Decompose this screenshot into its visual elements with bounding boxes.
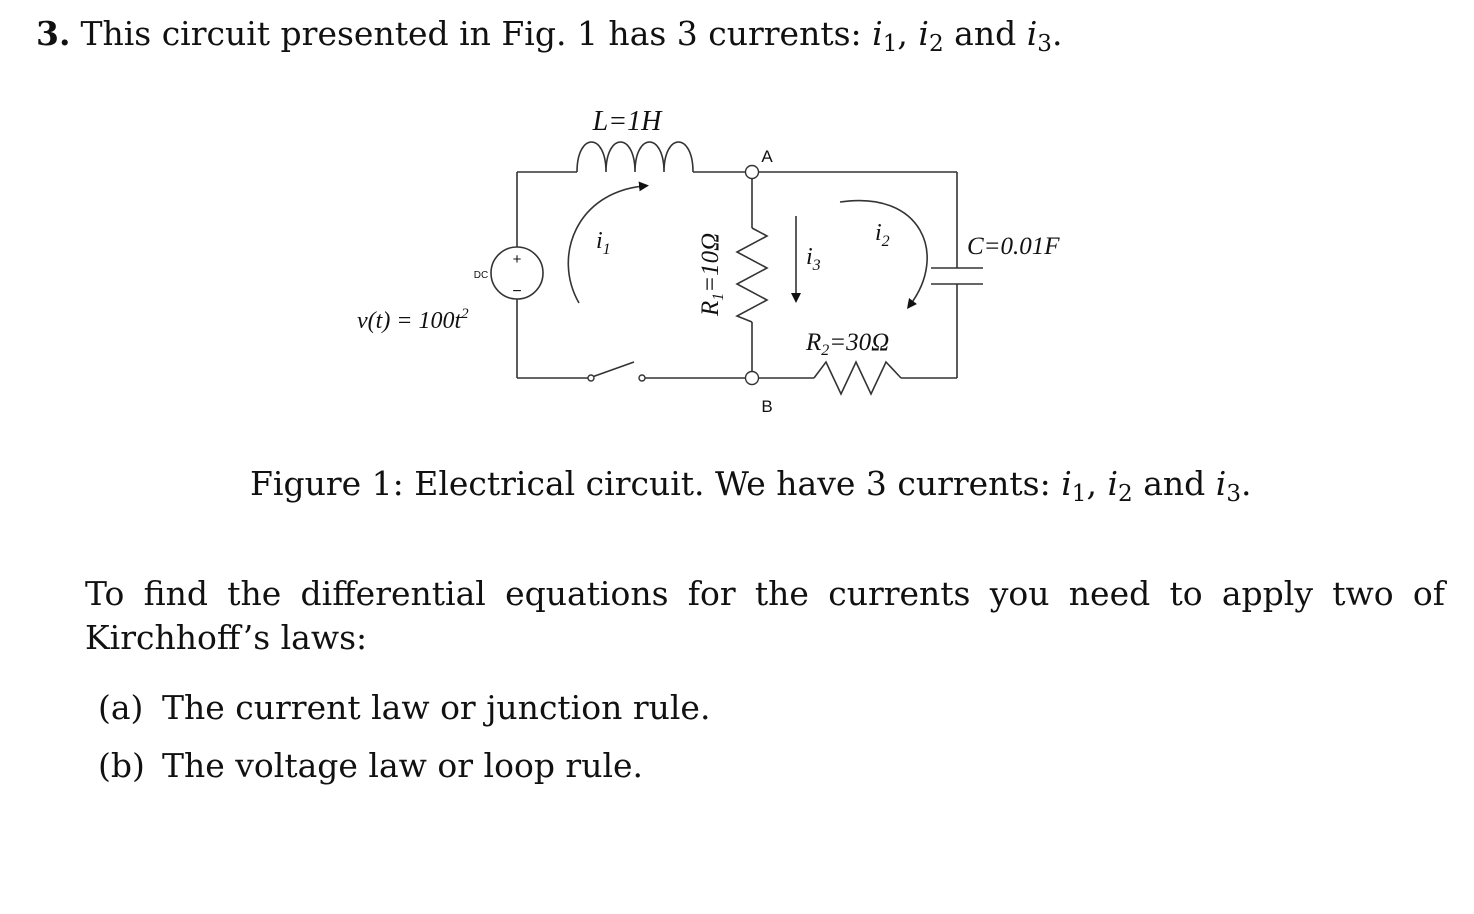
source-plus: + [513,251,522,268]
current-subscript: 1 [603,241,611,258]
resistor-r1 [735,227,769,323]
current-subscript: 3 [1037,30,1052,57]
current-subscript: 2 [882,233,890,250]
current-symbol: i [875,220,882,246]
capacitor-label: C=0.01F [967,233,1060,260]
list-item-text: The current law or junction rule. [162,688,711,727]
inductor-label: L=1H [592,106,663,137]
current-subscript: 1 [1071,480,1087,507]
node-b-label: B [761,397,772,416]
current-subscript: 2 [1118,480,1133,507]
law-list: (a) The current law or junction rule. (b)… [98,688,710,804]
problem-number: 3. [36,14,71,53]
current-symbol: i [1026,14,1038,53]
current-symbol: i [1215,464,1227,503]
current-arrow-i2 [839,199,928,309]
list-marker: (b) [98,746,145,785]
list-item-text: The voltage law or loop rule. [162,746,644,785]
node-a-terminal [744,164,760,180]
separator: , [897,14,919,53]
problem-text: This circuit presented in Fig. 1 has 3 c… [80,14,873,53]
switch-blade [591,361,635,378]
separator: . [1241,464,1252,503]
list-item: (b) The voltage law or loop rule. [98,746,710,804]
voltage-source [490,246,544,300]
separator: and [943,14,1027,53]
source-label-exponent: 2 [461,306,469,322]
resistor2-symbol: R [805,329,821,356]
resistor1-symbol: R [697,301,724,317]
current-subscript: 2 [928,30,944,57]
current-arrow-i1 [567,181,649,304]
problem-statement: 3.This circuit presented in Fig. 1 has 3… [36,14,1062,57]
current-symbol: i [596,228,603,254]
current-symbol: i [918,14,929,53]
caption-text: Figure 1: Electrical circuit. We have 3 … [250,464,1062,503]
current-label-i1: i1 [596,228,611,258]
resistor2-label: R2=30Ω [805,329,889,359]
list-item: (a) The current law or junction rule. [98,688,710,746]
resistor1-subscript: 1 [710,293,727,301]
switch-terminal-right [638,374,646,382]
current-subscript: 3 [812,257,821,274]
instructions-paragraph: To find the differential equations for t… [85,574,1445,657]
source-minus: − [512,283,521,300]
separator: and [1132,464,1216,503]
resistor2-subscript: 2 [821,342,829,359]
separator: . [1051,14,1063,53]
resistor-r2 [813,360,902,396]
current-symbol: i [872,14,883,53]
source-label: v(t) = 100t2 [357,306,469,334]
current-label-i3: i3 [806,244,821,274]
resistor1-label: R1=10Ω [697,233,727,317]
resistor2-value: =30Ω [829,329,889,356]
current-subscript: 3 [1226,480,1242,507]
resistor1-value: =10Ω [697,233,724,293]
source-label-text: v(t) = 100t [357,308,463,334]
separator: , [1086,464,1108,503]
current-symbol: i [806,244,813,270]
current-label-i2: i2 [875,220,890,250]
node-a-label: A [761,147,773,166]
switch-terminal-left [587,374,595,382]
current-subscript: 1 [882,30,898,57]
node-b-terminal [744,370,760,386]
current-symbol: i [1061,464,1072,503]
list-marker: (a) [98,688,144,727]
current-symbol: i [1107,464,1119,503]
figure-caption: Figure 1: Electrical circuit. We have 3 … [250,464,1252,507]
source-dc-label: DC [474,270,488,281]
inductor-coil [576,141,694,173]
